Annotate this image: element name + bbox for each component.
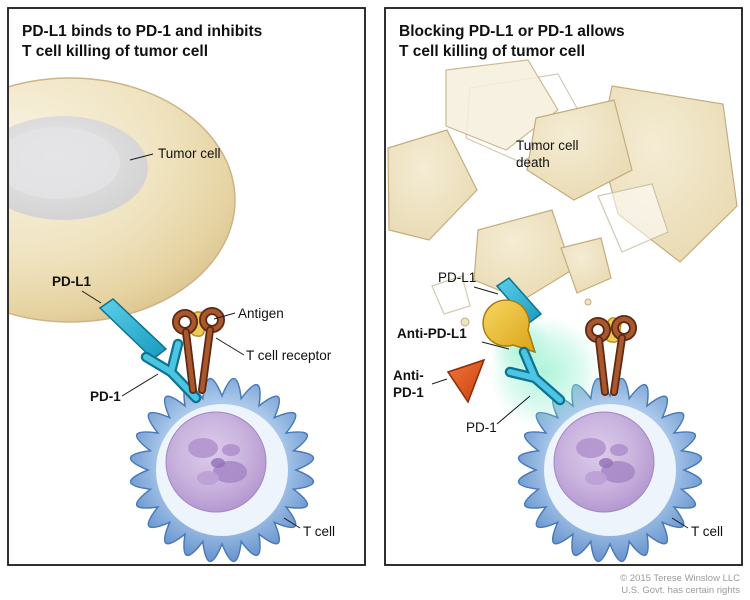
tumor-fragment	[560, 237, 612, 294]
anti-pdl1-label: Anti-PD-L1	[397, 326, 467, 341]
pd1-label-line	[496, 395, 531, 425]
tumor-debris	[460, 317, 470, 327]
antigen-label: Antigen	[238, 306, 284, 321]
pdl1-label-line	[81, 290, 102, 304]
pd1-label: PD-1	[90, 389, 121, 404]
pd1-receptor	[504, 346, 566, 406]
tumor-cell-death-label-line1: Tumor cell	[516, 138, 579, 153]
anti-pdl1-antibody	[482, 299, 537, 354]
left-panel-labels: PD-L1 binds to PD-1 and inhibits T cell …	[22, 23, 335, 539]
copyright-line2: U.S. Govt. has certain rights	[621, 585, 740, 596]
pdl1-label: PD-L1	[438, 270, 476, 285]
copyright: © 2015 Terese Winslow LLC U.S. Govt. has…	[620, 573, 740, 596]
tumor-fragment	[526, 99, 633, 201]
pd1-label-line	[121, 373, 159, 397]
t-cell-nucleus	[165, 411, 267, 513]
tcr-label-line	[215, 337, 245, 356]
t-cell-label-line	[671, 517, 689, 529]
pd1-label: PD-1	[466, 420, 497, 435]
tumor-fragment	[445, 59, 559, 151]
t-cell-label-line	[283, 517, 301, 529]
anti-pd1-label-line	[431, 378, 448, 385]
pdl1-label-line	[473, 286, 499, 295]
anti-pd1-label-line1: Anti-	[393, 368, 424, 383]
anti-pd1-label-line2: PD-1	[393, 385, 424, 400]
tumor-cell-death-label-line2: death	[516, 155, 550, 170]
copyright-line1: © 2015 Terese Winslow LLC	[620, 573, 740, 584]
tumor-debris	[584, 298, 592, 306]
right-title-line1: Blocking PD-L1 or PD-1 allows	[399, 23, 625, 40]
pdl1-label: PD-L1	[52, 274, 91, 289]
t-cell-receptor-label: T cell receptor	[246, 348, 332, 363]
tumor-fragment	[473, 209, 573, 301]
right-panel-labels: Blocking PD-L1 or PD-1 allows T cell kil…	[393, 23, 723, 539]
left-title-line1: PD-L1 binds to PD-1 and inhibits	[22, 23, 262, 40]
left-t-cell	[129, 377, 315, 563]
right-title-line2: T cell killing of tumor cell	[399, 43, 585, 60]
tumor-fragment	[431, 275, 471, 315]
t-cell-receptor-shape	[172, 307, 225, 394]
anti-pdl1-label-line	[481, 341, 510, 350]
tumor-cell-surface-patch-inner	[9, 127, 120, 199]
t-cell-label: T cell	[303, 524, 335, 539]
left-title-line2: T cell killing of tumor cell	[22, 43, 208, 60]
t-cell-receptor-complex	[172, 307, 225, 394]
tumor-fragment	[597, 183, 669, 253]
tumor-cell-label: Tumor cell	[158, 146, 221, 161]
t-cell-label: T cell	[691, 524, 723, 539]
left-panel: PD-L1 binds to PD-1 and inhibits T cell …	[7, 7, 366, 566]
tumor-fragment	[387, 129, 478, 241]
tumor-cell-fragments	[387, 59, 738, 327]
tumor-cell-label-line	[129, 153, 154, 161]
anti-pd1-antibody	[446, 358, 486, 404]
left-tumor-cell	[9, 77, 236, 323]
antigen-label-line	[213, 312, 236, 320]
t-cell-receptor-complex	[585, 315, 637, 396]
t-cell-receptor-shape	[585, 315, 637, 396]
pdl1-ligand	[98, 298, 168, 360]
right-panel: Blocking PD-L1 or PD-1 allows T cell kil…	[384, 7, 743, 566]
